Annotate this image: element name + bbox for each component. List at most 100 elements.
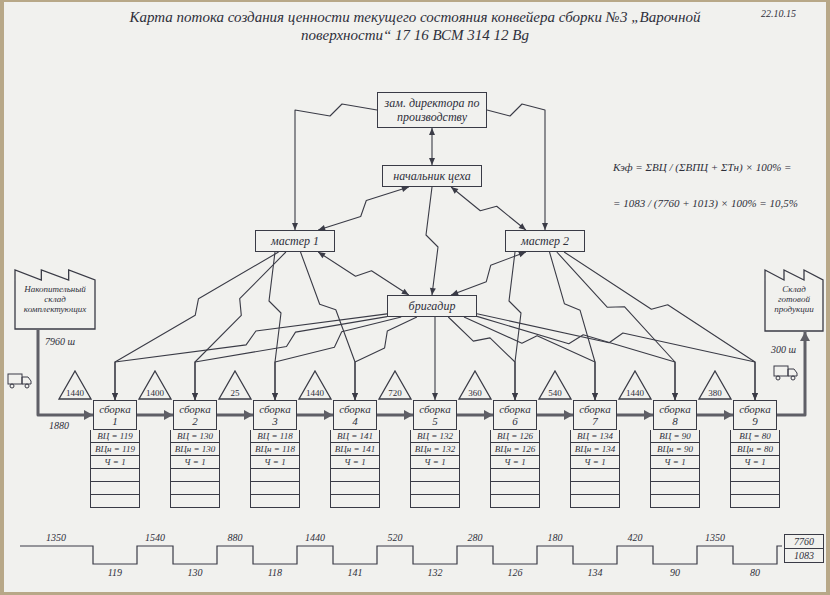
timeline-value: 130 <box>187 567 204 579</box>
timeline-value: 1540 <box>144 532 166 544</box>
information-flow <box>112 314 387 400</box>
data-box: ВЦ = 130ВЦн = 130Ч = 1 <box>170 430 220 508</box>
role-box: бригадир <box>387 295 477 317</box>
flow-line <box>355 317 417 400</box>
arrowhead <box>244 410 253 420</box>
process-name: сборка 3 <box>256 403 294 427</box>
arrowhead <box>752 393 758 400</box>
data-value: ВЦн = 141 <box>331 443 379 456</box>
data-value: ВЦ = 119 <box>91 430 139 443</box>
information-flow <box>426 187 438 295</box>
triangle-shape <box>139 371 171 399</box>
warehouse-name: Накопительный склад комплектующих <box>17 284 93 314</box>
truck-icon <box>8 374 31 388</box>
timeline-ladder <box>20 546 782 564</box>
process-box: сборка 6 <box>493 400 537 430</box>
material-flow <box>697 410 733 420</box>
flow-line <box>477 314 755 400</box>
flow-line <box>318 187 409 230</box>
timeline-value: 880 <box>227 532 244 544</box>
data-box: ВЦ = 126ВЦн = 126Ч = 1 <box>490 430 540 508</box>
quantity-note: 300 ш <box>770 344 797 356</box>
information-flow <box>557 252 678 400</box>
data-value: Ч = 1 <box>171 456 219 469</box>
timeline-value: 1350 <box>704 532 726 544</box>
data-empty-row <box>91 482 139 495</box>
arrowhead <box>564 410 573 420</box>
data-value: Ч = 1 <box>91 456 139 469</box>
information-flow <box>487 104 548 230</box>
triangle-shape <box>699 371 731 399</box>
arrowhead <box>112 393 118 400</box>
role-name: мастер 1 <box>261 234 329 248</box>
process-name: сборка 7 <box>576 403 614 427</box>
timeline-value: 280 <box>467 532 484 544</box>
truck-wheel <box>10 384 14 388</box>
flow-line <box>487 104 545 230</box>
material-flow <box>217 410 253 420</box>
truck-cab <box>788 369 797 376</box>
arrowhead <box>518 252 526 258</box>
diagram-title: Карта потока создания ценности текущего … <box>95 8 735 44</box>
data-value: ВЦн = 132 <box>411 443 459 456</box>
arrowhead <box>192 393 198 400</box>
arrowhead <box>429 128 435 135</box>
flow-line <box>451 187 526 230</box>
factory-node: Накопительный склад комплектующих <box>14 262 96 330</box>
data-empty-row <box>651 469 699 482</box>
arrowhead <box>672 393 678 400</box>
triangle-shape <box>619 371 651 399</box>
role-name: зам. директора по производству <box>383 96 481 124</box>
process-box: сборка 5 <box>413 400 457 430</box>
data-value: ВЦ = 90 <box>651 430 699 443</box>
quantity-note: 7960 ш <box>44 336 76 348</box>
arrowhead <box>352 393 358 400</box>
process-box: сборка 3 <box>253 400 297 430</box>
inventory-count: 540 <box>548 388 562 400</box>
inventory-triangle: 720 <box>378 370 412 400</box>
data-value: ВЦн = 134 <box>571 443 619 456</box>
inventory-triangle: 1440 <box>58 370 92 400</box>
timeline-value: 1350 <box>45 532 67 544</box>
data-value: ВЦн = 80 <box>731 443 779 456</box>
factory-shape <box>15 270 95 329</box>
quantity-note: 1880 <box>48 420 70 432</box>
information-flow <box>448 317 518 400</box>
material-flow <box>38 330 93 420</box>
inventory-triangle: 360 <box>458 370 492 400</box>
process-name: сборка 6 <box>496 403 534 427</box>
data-empty-row <box>411 482 459 495</box>
data-empty-row <box>171 482 219 495</box>
data-value: ВЦ = 80 <box>731 430 779 443</box>
data-empty-row <box>171 469 219 482</box>
arrowhead <box>752 393 758 400</box>
data-empty-row <box>651 482 699 495</box>
arrowhead <box>512 393 518 400</box>
data-value: ВЦ = 132 <box>411 430 459 443</box>
role-name: бригадир <box>393 299 471 313</box>
triangle-shape <box>299 371 331 399</box>
data-empty-row <box>571 482 619 495</box>
timeline-value: 520 <box>387 532 404 544</box>
data-empty-row <box>731 482 779 495</box>
triangle-shape <box>459 371 491 399</box>
material-flow <box>137 410 173 420</box>
flow-line <box>557 252 675 400</box>
arrowhead <box>724 410 733 420</box>
flow-line <box>115 314 387 400</box>
timeline-value: 420 <box>627 532 644 544</box>
flow-line <box>38 330 93 415</box>
triangle-shape <box>539 371 571 399</box>
arrowhead <box>512 393 518 400</box>
arrowhead <box>352 393 358 400</box>
triangle-shape <box>59 371 91 399</box>
timeline-value: 118 <box>267 567 283 579</box>
process-box: сборка 2 <box>173 400 217 430</box>
inventory-triangle: 540 <box>538 370 572 400</box>
data-value: Ч = 1 <box>651 456 699 469</box>
data-value: ВЦн = 126 <box>491 443 539 456</box>
information-flow <box>432 317 438 400</box>
role-box: мастер 2 <box>505 230 585 252</box>
inventory-count: 1440 <box>626 388 644 400</box>
